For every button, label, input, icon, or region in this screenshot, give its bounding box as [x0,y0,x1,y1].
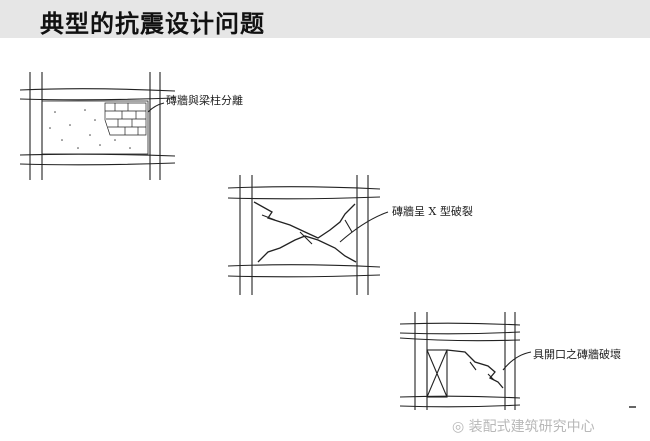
page-title: 典型的抗震设计问题 [40,10,265,38]
divider-mark [629,406,636,408]
figure-label-separation: 磚牆與梁柱分離 [166,94,243,107]
header-bar: 典型的抗震设计问题 [0,0,650,38]
wechat-icon: ◎ [452,419,469,435]
figure-label-x-crack: 磚牆呈 X 型破裂 [392,205,473,218]
watermark-text: 装配式建筑研究中心 [468,419,595,435]
figure-x-crack [227,175,389,295]
figure-opening-wall [399,312,532,410]
figure-wall-separation [19,72,176,180]
watermark: ◎ 装配式建筑研究中心 [452,416,595,436]
figure-label-opening: 具開口之磚牆破壞 [533,348,621,361]
